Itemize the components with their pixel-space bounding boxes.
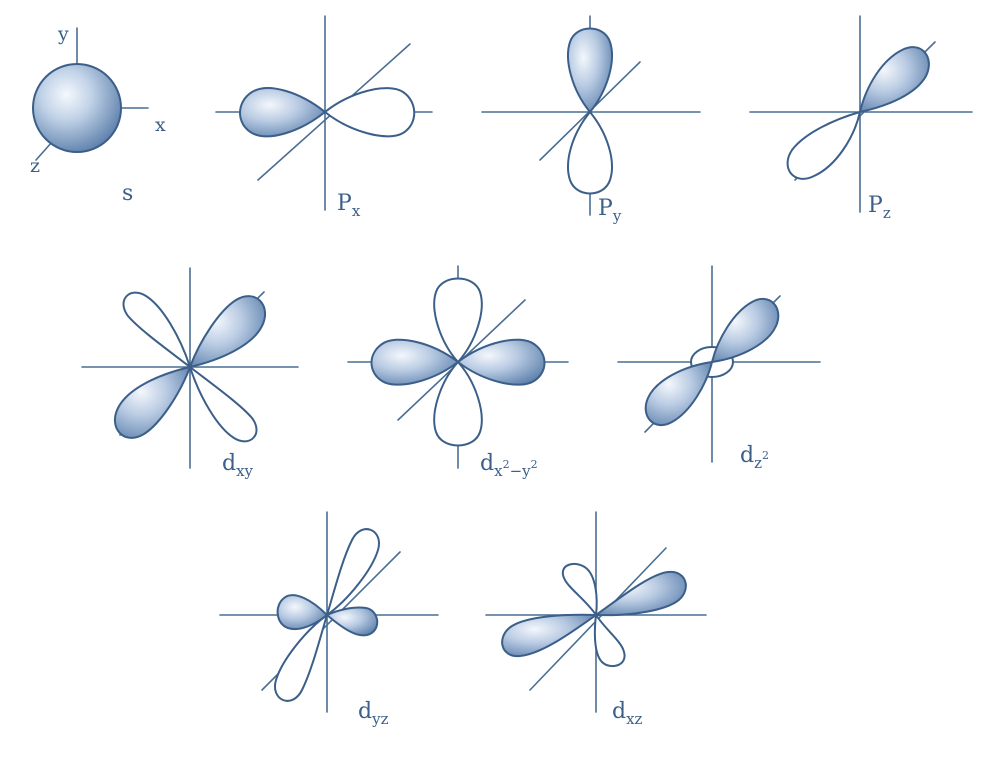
- dz2-lobe-upper: [712, 299, 778, 362]
- px-label: Px: [337, 191, 361, 220]
- dz2-lobe-lower: [646, 362, 712, 425]
- dx2-y2-lobe-top: [434, 279, 481, 363]
- s-label: s: [122, 181, 133, 206]
- z-axis-label: z: [30, 155, 40, 177]
- dxy-lobe-upper-left: [123, 293, 190, 367]
- dx2-y2-lobe-bottom: [434, 362, 481, 446]
- dx2-y2-label: dx2−y2: [480, 451, 538, 480]
- pz-orbital: Pz: [750, 16, 972, 222]
- pz-lobe-front: [788, 112, 860, 179]
- py-label: Py: [598, 196, 622, 225]
- dxz-orbital: dxz: [486, 512, 706, 728]
- py-lobe-top: [568, 29, 612, 113]
- px-lobe-right: [325, 88, 414, 136]
- s-orbital: y x z s: [30, 23, 166, 206]
- pz-lobe-back: [860, 47, 929, 112]
- dxz-lobe-right: [596, 572, 686, 615]
- dx2-y2-lobe-right: [458, 340, 545, 385]
- x-axis-label: x: [155, 114, 166, 136]
- dxz-lobe-upper: [563, 564, 597, 615]
- px-lobe-left: [240, 88, 325, 136]
- py-lobe-bottom: [568, 112, 612, 194]
- px-orbital: Px: [216, 16, 432, 220]
- dxz-label: dxz: [612, 699, 643, 728]
- pz-label: Pz: [868, 193, 891, 222]
- dxz-lobe-lower: [595, 615, 625, 666]
- dxy-label: dxy: [222, 451, 254, 480]
- dyz-label: dyz: [358, 699, 389, 728]
- y-axis-label: y: [57, 23, 69, 45]
- dyz-lobe-upper: [327, 529, 379, 615]
- s-sphere: [33, 64, 121, 152]
- dxy-lobe-lower-left: [115, 367, 190, 438]
- dxy-orbital: dxy: [82, 268, 298, 480]
- dyz-lobe-right: [327, 607, 377, 635]
- dz2-orbital: dz2: [618, 266, 820, 472]
- dxy-lobe-upper-right: [190, 296, 265, 367]
- dx2-y2-orbital: dx2−y2: [348, 266, 568, 480]
- dyz-orbital: dyz: [220, 512, 438, 728]
- py-orbital: Py: [482, 16, 700, 225]
- dxy-lobe-lower-right: [190, 367, 257, 441]
- dx2-y2-lobe-left: [372, 340, 459, 385]
- dz2-label: dz2: [740, 443, 769, 472]
